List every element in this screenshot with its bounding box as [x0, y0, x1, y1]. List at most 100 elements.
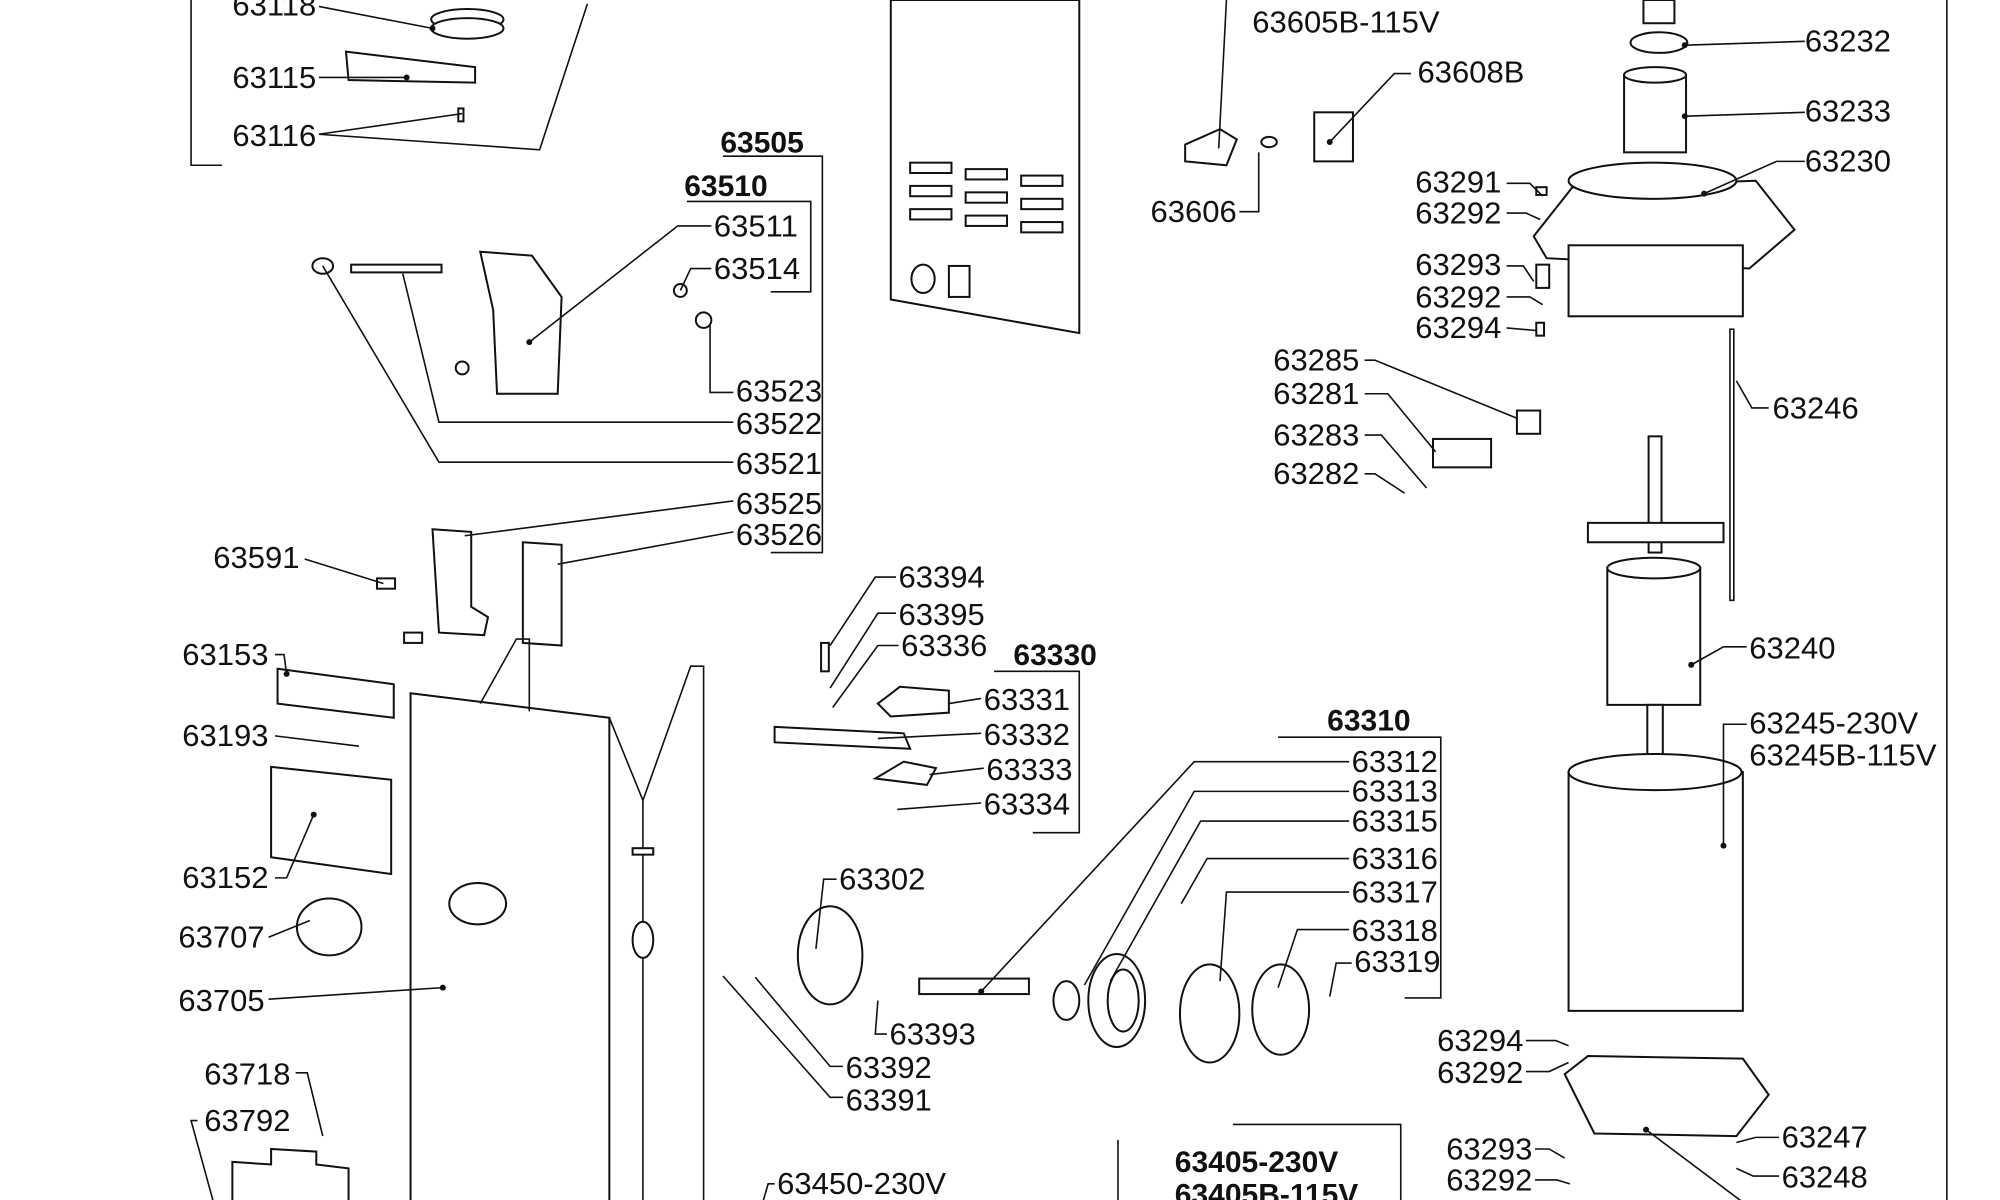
- part-label: 63116: [232, 118, 316, 153]
- group-header: 63505: [720, 126, 803, 159]
- leader-line: [318, 112, 463, 136]
- leader-line: [1109, 820, 1350, 982]
- part-label: 63291: [1415, 164, 1501, 199]
- bottom-bracket: [231, 1147, 350, 1200]
- group-header-alt: 63405B-115V: [1175, 1179, 1359, 1200]
- stator-can: [1567, 771, 1744, 1012]
- vent-slot: [1020, 174, 1064, 187]
- panel-window: [947, 264, 971, 298]
- vent-slot: [964, 191, 1008, 204]
- part-label: 63333: [986, 752, 1072, 787]
- leader-line: [686, 200, 812, 293]
- part-label: 63245-230V: [1749, 705, 1918, 740]
- side-panel: [409, 692, 611, 1200]
- tie-rod: [1729, 328, 1735, 602]
- bolt-part: [1535, 321, 1546, 337]
- leader-line: [402, 273, 734, 423]
- cam-part: [796, 905, 864, 1006]
- handle-part: [478, 250, 563, 395]
- gear-part: [1251, 963, 1311, 1056]
- leader-line: [322, 265, 734, 463]
- nut-part: [454, 360, 470, 376]
- bracket-part: [344, 50, 477, 84]
- latch-catch: [872, 760, 938, 787]
- leader-line: [274, 735, 359, 747]
- ring-part: [430, 17, 505, 40]
- part-label: 63282: [1273, 456, 1359, 491]
- leader-line: [1525, 1039, 1569, 1047]
- upright-frame: [479, 638, 531, 712]
- front-panel: [608, 665, 705, 1200]
- part-label: 63525: [736, 486, 822, 521]
- part-label: 63115: [232, 60, 316, 95]
- vent-slot: [1020, 221, 1064, 234]
- shaft-lower: [1646, 703, 1664, 758]
- leader-line: [1278, 736, 1442, 999]
- leader-line: [1180, 857, 1350, 905]
- part-label: 63392: [846, 1050, 932, 1085]
- part-label: 63302: [839, 861, 925, 896]
- spring-part: [694, 311, 713, 329]
- gear-part: [1178, 963, 1241, 1064]
- panel-cutout: [448, 882, 508, 926]
- part-label: 63331: [984, 682, 1070, 717]
- part-label: 63526: [736, 517, 822, 552]
- leader-line: [1525, 1061, 1569, 1073]
- leader-line: [1083, 790, 1350, 986]
- screw-part: [375, 577, 397, 590]
- leader-line: [1232, 1123, 1402, 1200]
- part-label: 63591: [213, 540, 299, 575]
- screw-part: [403, 631, 424, 644]
- part-labels: 63118631156311663605B-115V63608B63606632…: [178, 0, 1936, 1200]
- part-label: 63281: [1273, 376, 1359, 411]
- screw-part: [457, 107, 465, 123]
- spacer-part: [1535, 263, 1551, 289]
- part-label: 63233: [1805, 93, 1891, 128]
- leader-line: [318, 5, 433, 30]
- leader-line: [1722, 723, 1747, 846]
- leader-line: [994, 670, 1081, 834]
- leader-line: [754, 976, 844, 1068]
- leader-line: [929, 767, 984, 776]
- leader-line: [295, 1072, 324, 1137]
- leader-line: [832, 644, 899, 708]
- leader-line: [722, 975, 844, 1099]
- armature-part: [1606, 567, 1702, 706]
- part-label: 63152: [182, 860, 268, 895]
- decal-plate: [270, 765, 393, 876]
- group-header: 63405-230V: [1175, 1146, 1338, 1179]
- leader-line: [722, 155, 824, 554]
- leader-line: [274, 653, 288, 675]
- part-label: 63705: [178, 983, 264, 1018]
- fan-part: [1586, 521, 1725, 544]
- leader-line: [190, 0, 223, 167]
- group-header: 63310: [1327, 705, 1410, 738]
- leader-line: [1735, 380, 1769, 409]
- tab-part: [631, 847, 655, 856]
- leader-line: [268, 986, 443, 1001]
- bushing-rim: [1623, 66, 1688, 84]
- vent-slot: [1020, 197, 1064, 211]
- leader-line: [268, 919, 311, 939]
- leader-line: [829, 576, 896, 646]
- leader-line: [1506, 212, 1541, 221]
- part-label: 63707: [178, 920, 264, 955]
- brush-holder-part: [1432, 437, 1493, 469]
- part-label: 63313: [1352, 774, 1438, 809]
- part-label: 63608B: [1418, 55, 1525, 90]
- part-label: 63153: [182, 637, 268, 672]
- part-label: 63792: [204, 1103, 290, 1138]
- leader-line: [1217, 0, 1228, 149]
- leader-line: [1329, 72, 1412, 143]
- leader-line: [1328, 962, 1352, 997]
- spring-part: [1052, 980, 1081, 1021]
- leader-line: [1645, 1128, 1742, 1200]
- leader-line: [1506, 296, 1544, 306]
- leader-line: [1506, 182, 1544, 197]
- motor-housing-top: [1567, 161, 1738, 200]
- part-label: 63232: [1805, 24, 1891, 59]
- bushing-part: [1623, 73, 1688, 154]
- nut-part: [672, 283, 688, 298]
- leader-line: [948, 697, 982, 705]
- leader-line: [1364, 359, 1518, 420]
